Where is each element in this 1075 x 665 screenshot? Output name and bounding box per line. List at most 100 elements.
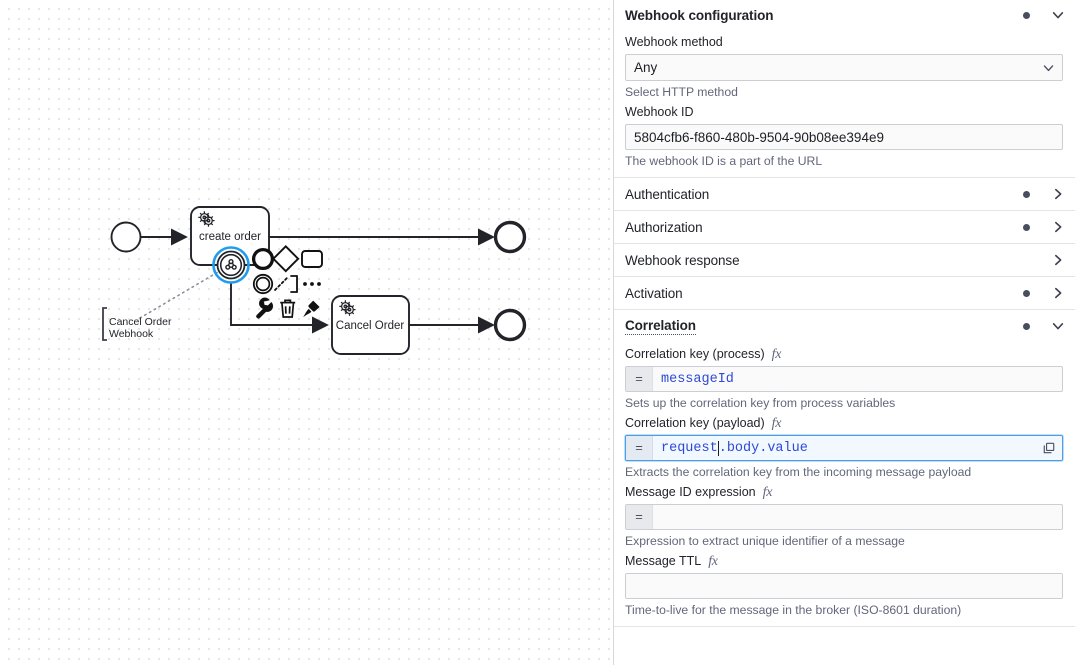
hint-message-ttl: Time-to-live for the message in the brok… [625,603,962,617]
chevron-right-icon[interactable] [1051,286,1065,300]
group-header-correlation[interactable]: Correlation [613,310,1075,342]
label-text-message-id-expression: Message ID expression [625,485,756,499]
boundary-event-inner-circle [219,253,243,277]
webhook-method-select[interactable]: Any [625,54,1063,81]
label-message-ttl: Message TTL fx [625,554,1063,569]
group-title-webhook-response: Webhook response [625,252,740,268]
connect-icon [274,275,298,293]
trash-icon [280,299,296,318]
hint-correlation-key-process: Sets up the correlation key from process… [625,396,896,410]
chevron-down-icon[interactable] [1051,319,1065,333]
fx-icon[interactable]: fx [762,485,773,500]
message-id-expression-input[interactable]: = [625,504,1063,530]
group-title-authorization: Authorization [625,219,703,235]
group-body-webhook-configuration: Webhook method Any Select HTTP method [613,35,1075,177]
sequence-flow-boundary-to-cancel [230,283,329,334]
connector-webhook-icon [225,258,237,270]
feel-equals-prefix: = [626,367,653,391]
bpmn-canvas[interactable]: create order Cancel Order Webhook [0,0,613,665]
group-status-dot-webhook-configuration [1023,11,1030,19]
boundary-label-bracket [102,307,107,341]
group-authentication: Authentication [613,178,1075,211]
label-text-webhook-method: Webhook method [625,35,723,49]
fx-icon[interactable]: fx [771,347,782,362]
hint-webhook-method: Select HTTP method [625,85,738,99]
group-header-activation[interactable]: Activation [613,277,1075,309]
webhook-id-input[interactable] [625,124,1063,150]
boundary-event-label-line1: Cancel Order [109,316,172,328]
group-header-webhook-response[interactable]: Webhook response [613,244,1075,276]
append-gateway-icon [272,245,300,273]
group-status-dot-authentication [1023,190,1031,198]
fx-icon[interactable]: fx [771,416,782,431]
label-text-webhook-id: Webhook ID [625,105,694,119]
more-options-icon [303,282,321,286]
group-status-dot-authorization [1023,223,1030,231]
group-title-authentication: Authentication [625,186,710,202]
end-event-top [493,220,527,254]
field-message-ttl: Message TTL fx Time-to-live for the mess… [625,554,1063,618]
feel-equals-prefix: = [626,436,653,460]
text-caret [717,440,719,456]
cancel-order-task [331,295,410,355]
message-ttl-input[interactable] [625,573,1063,599]
field-webhook-method: Webhook method Any Select HTTP method [625,35,1063,100]
correlation-key-process-input[interactable]: = messageId [625,366,1063,392]
copy-icon[interactable] [1036,436,1062,460]
label-correlation-key-process: Correlation key (process) fx [625,347,1063,362]
group-status-dot-correlation [1023,322,1030,330]
group-body-correlation: Correlation key (process) fx = messageId… [613,347,1075,626]
label-text-correlation-key-process: Correlation key (process) [625,347,765,361]
group-correlation: Correlation Correlation key (process) fx… [613,310,1075,627]
group-status-dot-webhook-response [1023,257,1030,264]
label-correlation-key-payload: Correlation key (payload) fx [625,416,1063,431]
cancel-order-task-label: Cancel Order [336,320,405,332]
value-before-caret: request [661,440,718,456]
group-header-authentication[interactable]: Authentication [613,178,1075,210]
fx-icon[interactable]: fx [708,554,718,569]
correlation-key-process-value: messageId [661,371,734,387]
label-webhook-method: Webhook method [625,35,1063,50]
bpmn-diagram: create order Cancel Order Webhook [102,206,527,355]
correlation-key-payload-value: request.body.value [653,436,1036,460]
chevron-right-icon[interactable] [1051,220,1065,234]
panel-divider [613,0,614,665]
context-pad [251,245,323,319]
properties-panel: Webhook configuration Webhook method Any [613,0,1075,665]
boundary-event-selection-ring [212,246,250,284]
hint-correlation-key-payload: Extracts the correlation key from the in… [625,465,972,479]
group-header-authorization[interactable]: Authorization [613,211,1075,243]
start-event [110,221,142,253]
value-after-caret: .body.value [718,440,808,456]
hint-webhook-id: The webhook ID is a part of the URL [625,154,823,168]
field-correlation-key-payload: Correlation key (payload) fx = request.b… [625,416,1063,480]
label-association-line [139,271,219,319]
group-title-webhook-configuration: Webhook configuration [625,7,774,23]
label-webhook-id: Webhook ID [625,105,1063,120]
paintbrush-icon [303,300,320,318]
append-task-icon [301,250,323,268]
chevron-down-icon[interactable] [1051,8,1065,22]
wrench-icon [256,297,274,319]
service-task-gear-icon [198,211,215,227]
group-title-correlation: Correlation [625,317,696,335]
group-webhook-response: Webhook response [613,244,1075,277]
label-message-id-expression: Message ID expression fx [625,485,1063,500]
group-webhook-configuration: Webhook configuration Webhook method Any [613,0,1075,178]
create-order-task-label: create order [199,231,261,243]
field-correlation-key-process: Correlation key (process) fx = messageId… [625,347,1063,411]
chevron-right-icon[interactable] [1051,187,1065,201]
group-status-dot-activation [1023,289,1030,297]
group-authorization: Authorization [613,211,1075,244]
correlation-key-payload-input[interactable]: = request.body.value [625,435,1063,461]
chevron-right-icon[interactable] [1051,253,1065,267]
end-event-bottom [493,308,527,342]
message-id-expression-value [653,505,1062,529]
group-header-webhook-configuration[interactable]: Webhook configuration [613,0,1075,30]
hint-message-id-expression: Expression to extract unique identifier … [625,534,905,548]
boundary-event-label-line2: Webhook [109,328,154,340]
feel-equals-prefix: = [626,505,653,529]
group-activation: Activation [613,277,1075,310]
field-webhook-id: Webhook ID The webhook ID is a part of t… [625,105,1063,169]
